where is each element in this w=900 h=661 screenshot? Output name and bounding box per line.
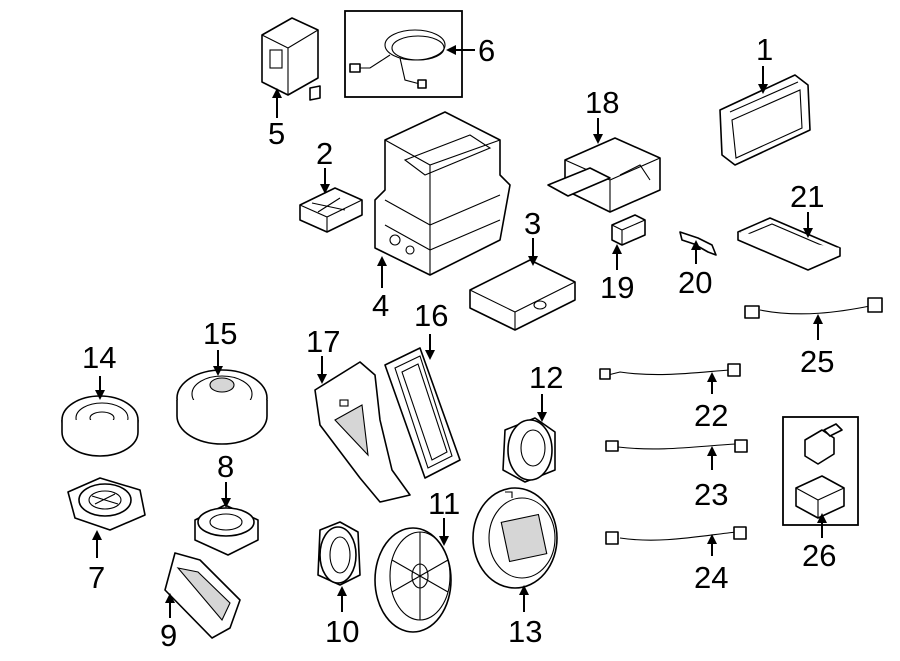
callout-15: 15	[203, 316, 237, 351]
callout-2: 2	[316, 136, 333, 171]
callout-14: 14	[82, 340, 116, 375]
part-16-enclosure: 16	[384, 298, 461, 479]
callout-23: 23	[694, 477, 728, 512]
callout-16: 16	[414, 298, 448, 333]
part-18-tray: 18	[547, 85, 661, 213]
callout-19: 19	[600, 270, 634, 305]
part-10-woofer: 10	[317, 521, 361, 649]
part-2-module: 2	[299, 136, 363, 233]
callout-7: 7	[88, 560, 105, 595]
part-26-sensor-set: 26	[782, 416, 859, 573]
part-19-bracket: 19	[600, 214, 646, 305]
part-14-door-speaker: 14	[61, 340, 139, 457]
callout-12: 12	[529, 360, 563, 395]
callout-9: 9	[160, 618, 177, 653]
part-20-clip: 20	[678, 231, 717, 300]
callout-20: 20	[678, 265, 712, 300]
callout-26: 26	[802, 538, 836, 573]
callout-17: 17	[306, 324, 340, 359]
callout-6: 6	[478, 33, 495, 68]
callout-4: 4	[372, 288, 389, 323]
part-25-cable: 25	[744, 297, 883, 379]
callout-13: 13	[508, 614, 542, 649]
callout-21: 21	[790, 179, 824, 214]
callout-10: 10	[325, 614, 359, 649]
part-15-large-speaker: 15	[176, 316, 268, 445]
callout-24: 24	[694, 560, 728, 595]
part-24-cable: 24	[605, 526, 747, 595]
part-9-grille: 9	[160, 552, 241, 653]
part-17-mounting-plate: 17	[306, 324, 411, 503]
part-7-tweeter: 7	[67, 477, 146, 595]
part-8-speaker: 8	[194, 449, 259, 556]
part-13-rear-speaker: 13	[472, 487, 558, 649]
part-22-cable: 22	[599, 363, 741, 433]
callout-11: 11	[428, 486, 460, 521]
part-23-cable: 23	[605, 439, 748, 512]
part-5-control-module: 5	[261, 17, 321, 151]
callout-1: 1	[756, 32, 773, 67]
callout-25: 25	[800, 344, 834, 379]
part-3-amplifier: 3	[469, 206, 576, 331]
callout-5: 5	[268, 116, 285, 151]
part-4-mounting-bracket: 4	[372, 111, 511, 323]
callout-8: 8	[217, 449, 234, 484]
callout-18: 18	[585, 85, 619, 120]
part-12-midrange: 12	[502, 360, 563, 483]
part-21-storage-tray: 21	[737, 179, 841, 271]
part-1-display-unit: 1	[719, 32, 811, 166]
callout-22: 22	[694, 398, 728, 433]
part-6-wiring-harness: 6	[344, 10, 495, 98]
callout-3: 3	[524, 206, 541, 241]
part-11-subwoofer: 11	[374, 486, 460, 633]
